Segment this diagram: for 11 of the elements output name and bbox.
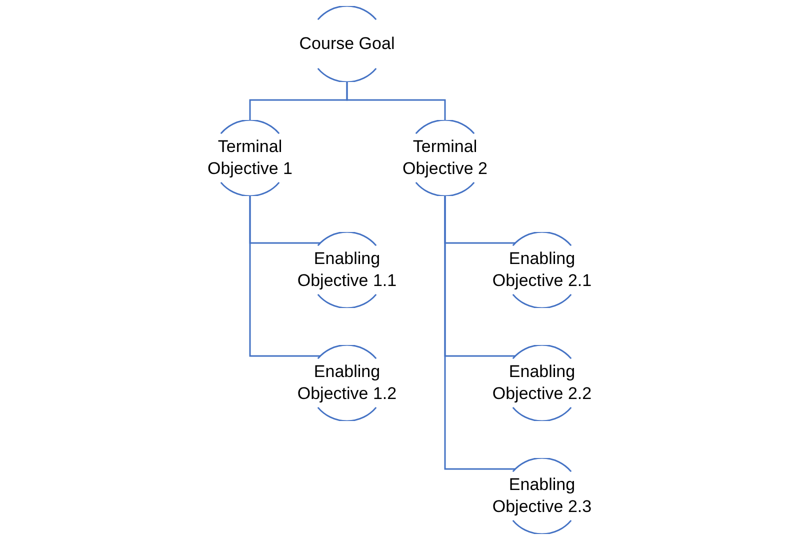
node-label: Enabling Objective 1.2 [296, 361, 398, 405]
connector-line [346, 82, 446, 120]
node-label: Enabling Objective 2.3 [491, 474, 593, 518]
node-label: Course Goal [299, 33, 395, 55]
connector-line [444, 196, 516, 470]
node-label: Enabling Objective 2.1 [491, 248, 593, 292]
node-label: Terminal Objective 1 [206, 136, 294, 180]
connector-line [249, 196, 320, 357]
node-label: Terminal Objective 2 [401, 136, 489, 180]
node-label: Enabling Objective 1.1 [296, 248, 398, 292]
node-label: Enabling Objective 2.2 [491, 361, 593, 405]
